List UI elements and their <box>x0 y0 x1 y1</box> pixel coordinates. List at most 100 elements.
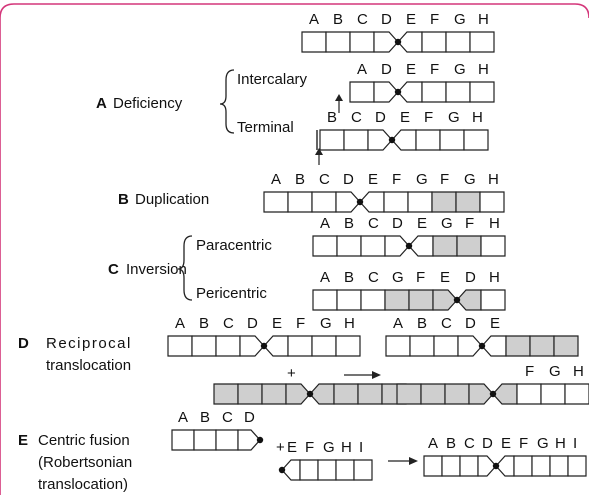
gene-label: C <box>222 409 233 426</box>
gene-label: C <box>368 269 379 286</box>
chromosome-segment <box>480 235 506 257</box>
chromosome-segment <box>397 81 423 103</box>
brace-a <box>219 69 235 134</box>
arrow-icon <box>388 457 418 465</box>
chromosome-segment <box>409 335 435 357</box>
gene-label: D <box>247 315 258 332</box>
chromosome-segment <box>261 383 287 405</box>
gene-label: F <box>440 171 449 188</box>
plus-sign-fusion: + <box>276 439 285 456</box>
gene-label: B <box>446 435 456 452</box>
chromosome-segment <box>285 383 311 405</box>
centromere-dot <box>388 136 396 144</box>
gene-label: A <box>428 435 438 452</box>
gene-label: C <box>319 171 330 188</box>
gene-label: G <box>323 439 335 456</box>
gene-label: E <box>490 315 500 332</box>
chromosome-segment <box>492 383 518 405</box>
chromosome-segment <box>333 383 359 405</box>
chromosome-segment <box>516 383 542 405</box>
section-a-sub2: Terminal <box>237 119 294 136</box>
chromosome-segment <box>171 429 195 451</box>
gene-label: D <box>244 409 255 426</box>
gene-label: I <box>573 435 577 452</box>
chromosome-segment <box>335 335 361 357</box>
centromere-dot <box>306 390 314 398</box>
gene-label: G <box>454 61 466 78</box>
chromosome-segment <box>191 335 217 357</box>
gene-label: I <box>359 439 363 456</box>
chromosome-segment <box>193 429 217 451</box>
gene-label: F <box>416 269 425 286</box>
section-c-sub2: Pericentric <box>196 285 267 302</box>
gene-label: F <box>525 363 534 380</box>
chromosome-segment <box>312 235 338 257</box>
gene-label: H <box>488 171 499 188</box>
chromosome-segment <box>463 129 489 151</box>
chromosome-segment <box>287 335 313 357</box>
chromosome-segment <box>373 31 399 53</box>
gene-label: A <box>320 269 330 286</box>
chromosome-segment <box>531 455 551 477</box>
chromosome-segment <box>357 383 383 405</box>
gene-label: G <box>537 435 549 452</box>
chromosome-segment <box>167 335 193 357</box>
chromosome-segment <box>335 191 361 213</box>
gene-label: G <box>441 215 453 232</box>
chromosome-segment <box>468 383 494 405</box>
section-a-sub1: Intercalary <box>237 71 308 88</box>
gene-label: G <box>448 109 460 126</box>
gene-label: H <box>472 109 483 126</box>
gene-label: C <box>441 315 452 332</box>
chromosome-segment <box>549 455 569 477</box>
chromosome-segment <box>529 335 555 357</box>
gene-label: B <box>344 215 354 232</box>
chromosome-segment <box>215 335 241 357</box>
section-e-title1: Centric fusion <box>38 432 130 449</box>
chromosome-segment <box>469 31 495 53</box>
gene-label: C <box>357 11 368 28</box>
plus-sign-reciprocal: + <box>287 365 296 382</box>
chromosome-segment <box>459 455 479 477</box>
gene-label: D <box>465 269 476 286</box>
gene-label: H <box>555 435 566 452</box>
centromere-dot <box>278 466 286 474</box>
gene-label: H <box>478 11 489 28</box>
chromosome-segment <box>455 191 481 213</box>
gene-label: F <box>392 171 401 188</box>
chromosome-segment <box>439 129 465 151</box>
gene-label: B <box>333 11 343 28</box>
chromosome-segment <box>359 191 385 213</box>
chromosome-segment <box>397 31 423 53</box>
chromosome-segment <box>457 335 483 357</box>
chromosome-segment <box>287 191 313 213</box>
gene-label: A <box>393 315 403 332</box>
gene-label: G <box>464 171 476 188</box>
section-d-letter: D <box>18 335 29 352</box>
chromosome-segment <box>360 289 386 311</box>
chromosome-segment <box>432 235 458 257</box>
chromosome-recip-2 <box>213 383 407 405</box>
gene-label: G <box>392 269 404 286</box>
chromosome-segment <box>444 383 470 405</box>
centromere-dot <box>256 436 264 444</box>
section-a-letter: A <box>96 95 107 112</box>
gene-label: G <box>454 11 466 28</box>
chromosome-segment <box>423 455 443 477</box>
gene-label: A <box>320 215 330 232</box>
chromosome-segment <box>237 383 263 405</box>
centromere-dot <box>394 38 402 46</box>
gene-label: A <box>309 11 319 28</box>
chromosome-segment <box>391 129 417 151</box>
gene-label: H <box>489 269 500 286</box>
chromosome-segment <box>301 31 327 53</box>
chromosome-segment <box>237 429 261 451</box>
gene-label: H <box>341 439 352 456</box>
section-b-title: Duplication <box>135 191 209 208</box>
